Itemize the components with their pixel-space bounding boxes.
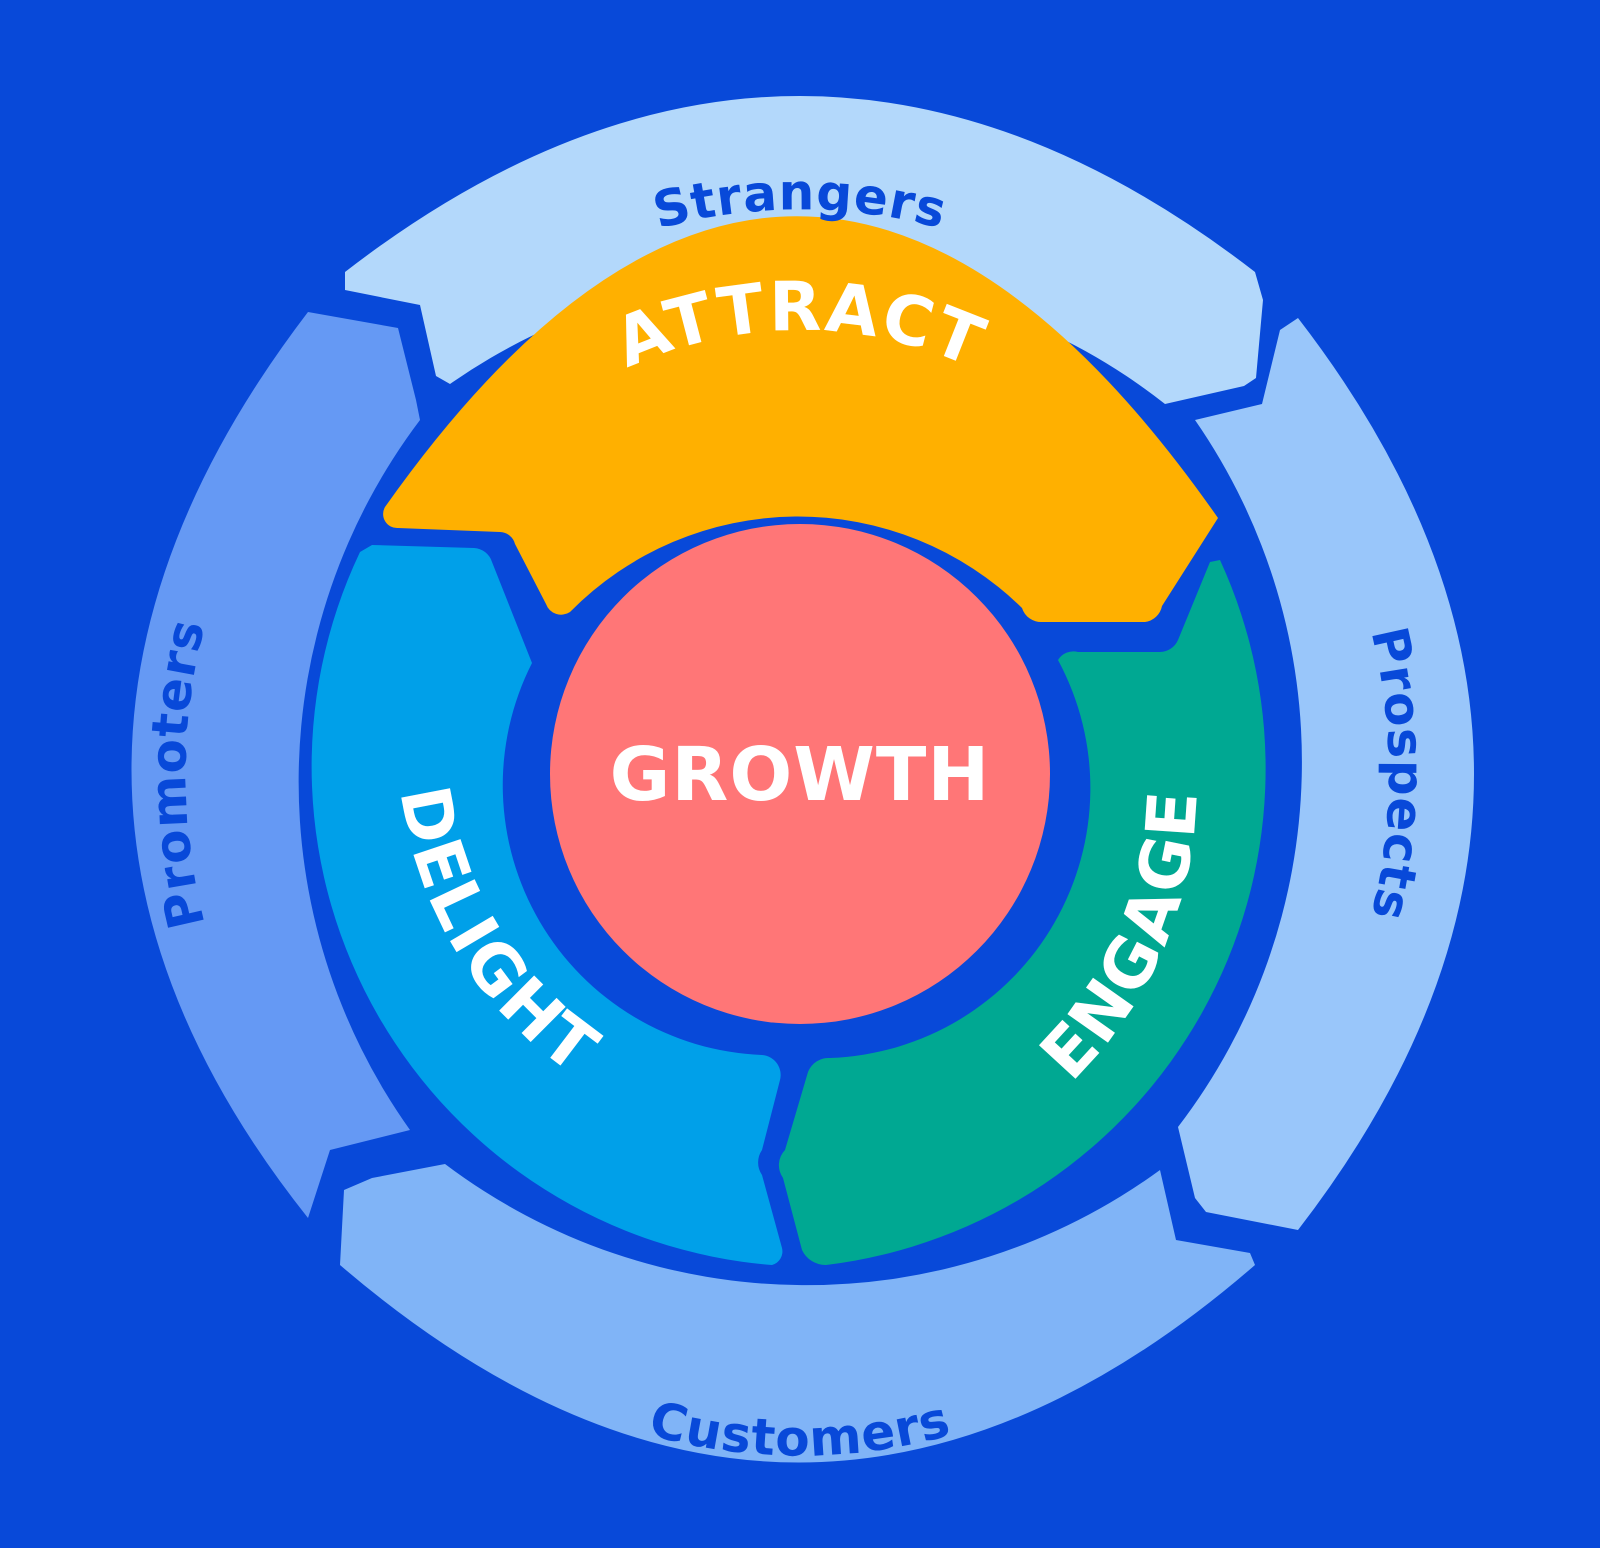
growth-circle [550,524,1050,1024]
engage-segment [778,560,1266,1266]
growth-label: GROWTH [610,732,991,818]
attract-segment [383,216,1218,623]
customers-segment [340,1164,1255,1463]
prospects-segment [1178,318,1474,1230]
promoters-segment [131,312,420,1218]
delight-segment [311,545,783,1265]
